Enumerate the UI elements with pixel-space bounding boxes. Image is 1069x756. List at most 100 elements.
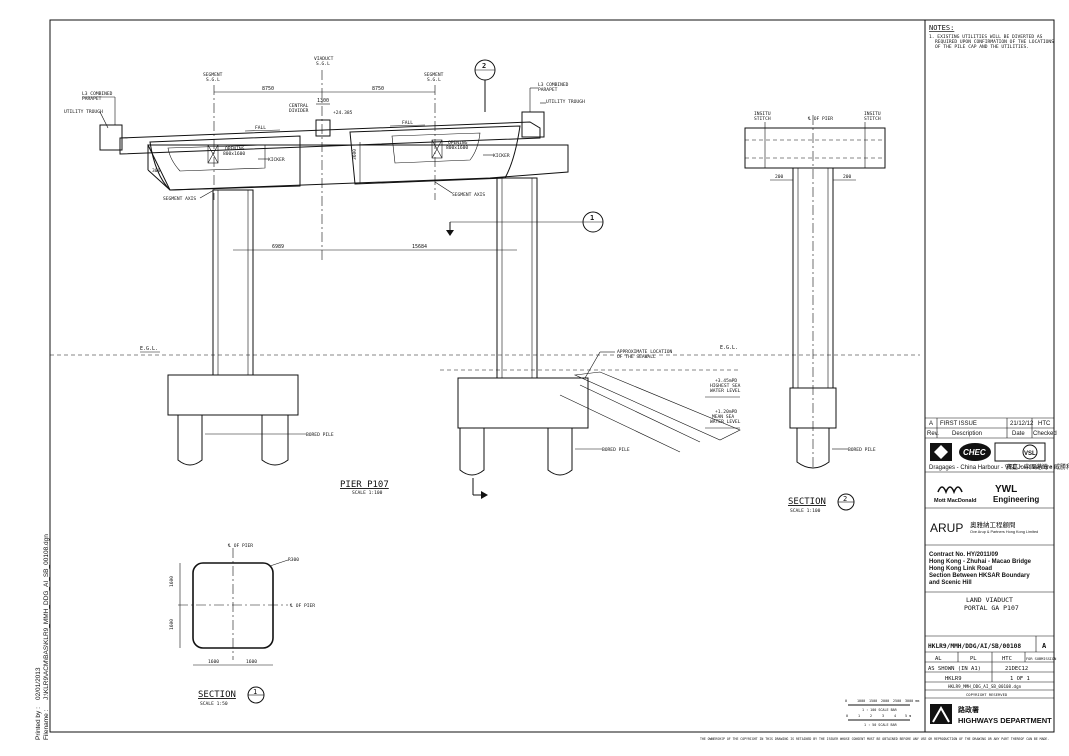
right-parapet — [521, 111, 545, 138]
section2-crossbeam — [744, 127, 886, 169]
rev-checked: HTC — [1038, 421, 1051, 427]
seawall — [573, 371, 741, 441]
section2-bored-pile-label: BORED PILE — [848, 447, 876, 453]
dim-3600: 3600 — [352, 149, 358, 160]
bored-pile-left-label: BORED PILE — [306, 432, 334, 438]
mott-macdonald-name: Mott MacDonald — [934, 498, 976, 504]
dept-chinese: 路政署 — [958, 705, 979, 714]
fall-left-label: FALL — [255, 125, 266, 131]
right-opening — [431, 139, 443, 159]
section1-cl-pier-right: ℄ OF PIER — [289, 603, 315, 609]
crossbeam — [147, 144, 569, 191]
side-margin: Printed by : 02/01/2013 Filename : J:\KL… — [35, 534, 50, 740]
notes-line-3: OF THE PILE CAP AND THE UTILITIES. — [935, 44, 1029, 50]
drawing-revision: A — [1042, 642, 1047, 650]
chec-logo-text: CHEC — [963, 448, 986, 457]
seawall-slope-2 — [559, 394, 681, 453]
dim-8750-right: 8750 — [372, 86, 384, 92]
ywl-name: YWL — [995, 484, 1017, 495]
rev-col-date: Date — [1012, 431, 1025, 437]
right-box-void — [391, 132, 481, 164]
filename-label: Filename : — [43, 709, 50, 740]
pier-title: PIER P107 — [340, 480, 389, 490]
arup-name: ARUP — [930, 521, 963, 535]
section2-title-number: 2 — [843, 495, 847, 503]
contract-line-2: Hong Kong - Zhuhai - Macao Bridge — [929, 559, 1032, 565]
section2-egl-label: E.G.L. — [720, 345, 738, 351]
right-opening-diag2 — [431, 139, 443, 159]
dim-6989: 6989 — [272, 244, 284, 250]
utility-trough-left-label: UTILITY TROUGH — [64, 109, 103, 115]
section2-scale: SCALE 1:100 — [790, 508, 821, 514]
seawall-slope-1 — [579, 384, 701, 443]
scale-bar-2-label: 1 : 50 SCALE BAR — [864, 723, 898, 727]
notes-line-1: 1. EXISTING UTILITIES WILL BE DIVERTED A… — [929, 34, 1043, 40]
left-opening-diag2 — [207, 144, 219, 164]
level-label: +24.385 — [333, 110, 353, 116]
section-1-arrowhead — [446, 230, 454, 236]
project-code: HKLR9 — [945, 676, 962, 682]
section1-cl-pier-top: ℄ OF PIER — [227, 543, 253, 549]
mott-macdonald-logo — [937, 486, 963, 495]
drawing-title-line-2: PORTAL GA P107 — [964, 604, 1019, 612]
drawing-title-line-1: LAND VIADUCT — [966, 596, 1013, 604]
rev-col-desc: Description — [952, 431, 982, 437]
section1-r300-leader — [269, 559, 289, 567]
scale-bar-2-tick-4: 4 — [894, 714, 896, 718]
dragages-logo-mark — [934, 445, 948, 459]
right-column — [496, 177, 538, 379]
vsl-logo-text: VSL — [1024, 451, 1036, 457]
crossbeam-left-chamfer — [147, 169, 171, 191]
section1-scale: SCALE 1:50 — [200, 701, 228, 707]
section1-dim-1600-upper: 1600 — [169, 576, 175, 587]
notes-heading: NOTES: — [929, 24, 954, 32]
section1-dim-1600-right: 1600 — [246, 659, 257, 665]
section-marker-1-number: 1 — [590, 214, 594, 222]
scale-bar-1-label: 1 : 100 SCALE BAR — [862, 708, 898, 712]
scale-bar-2-tick-2: 2 — [870, 714, 872, 718]
section2-dim-200-right: 200 — [843, 174, 852, 180]
drawing-date: 21DEC12 — [1005, 666, 1028, 672]
filename: J:\KLR9\ACM\BAS\KLR9_MMH_DDG_AI_SB_00108… — [43, 534, 50, 700]
dim-300: 300 — [152, 168, 161, 174]
bored-pile-right-label: BORED PILE — [602, 447, 630, 453]
dim-15684: 15684 — [412, 244, 427, 250]
rev-date: 21/12/12 — [1010, 421, 1034, 427]
contract-line-3: Hong Kong Link Road — [929, 566, 992, 572]
rev-value: A — [929, 421, 933, 427]
notes-line-2: REQUIRED UPON CONFIRMATION OF THE LOCATI… — [935, 39, 1054, 45]
right-pile-1 — [459, 428, 485, 476]
left-column — [212, 189, 254, 376]
title-block: A FIRST ISSUE 21/12/12 HTC Rev. Descript… — [925, 417, 1069, 725]
segment-axis-right-label: SEGMENT AXIS — [452, 192, 485, 198]
fall-right-label: FALL — [402, 120, 413, 126]
pier-scale: SCALE 1:100 — [352, 490, 383, 496]
copyright-reserved: COPYRIGHT RESERVED — [966, 692, 1008, 697]
section1-title: SECTION — [198, 690, 236, 700]
vsl-logo-box — [994, 442, 1046, 462]
egl-label: E.G.L. — [140, 346, 158, 352]
pier-elevation: E.G.L. 8750 8750 1300 — [50, 56, 920, 499]
drawing-status: FOR SUBMISSION — [1026, 657, 1056, 661]
checked-by: PL — [970, 656, 977, 662]
deck-slab — [119, 121, 541, 155]
utility-left-leader — [99, 111, 109, 129]
section2-pile — [796, 428, 830, 469]
approved-by: HTC — [1002, 656, 1012, 662]
cad-file: HKLR9_MMH_DDG_AI_SB_00108.dgn — [948, 684, 1022, 689]
scale-bar-1-tick-3: 2000 — [881, 699, 889, 703]
contractor-caption: Dragages - China Harbour - VSL Joint Ven… — [929, 465, 1053, 471]
left-parapet — [99, 124, 123, 151]
section2-title: SECTION — [788, 497, 826, 507]
fall-left-arrow — [244, 129, 281, 132]
rev-description: FIRST ISSUE — [940, 421, 977, 427]
